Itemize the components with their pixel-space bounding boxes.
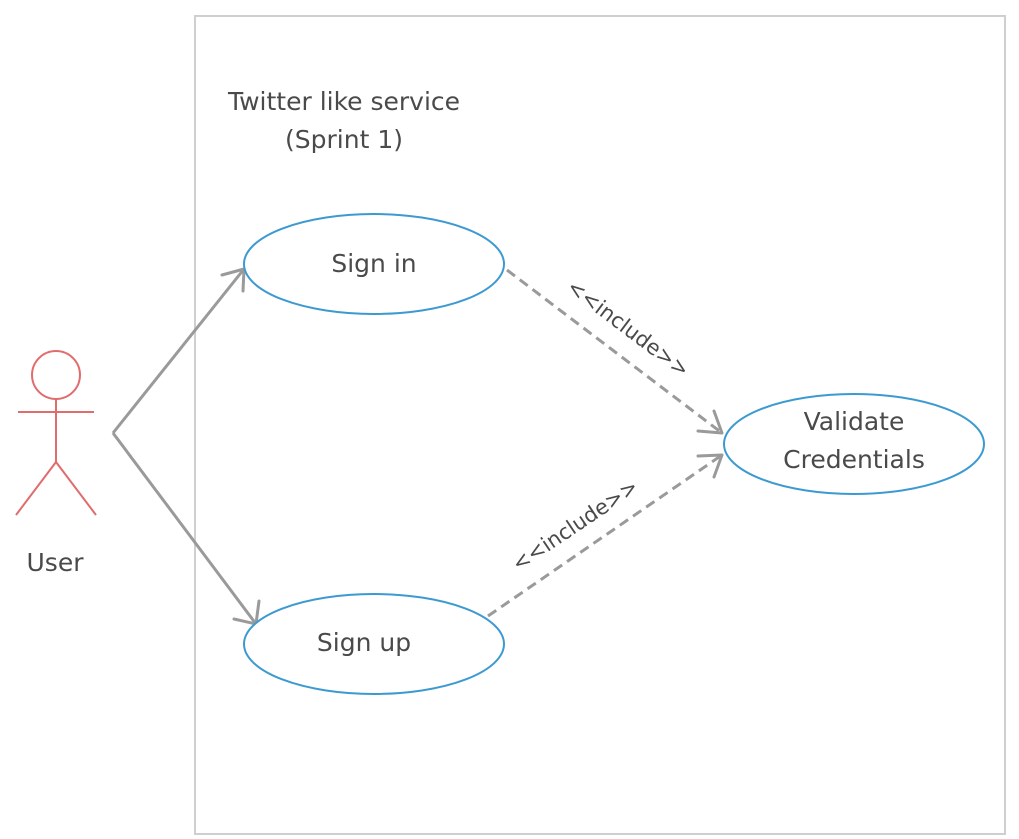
actor-left-leg xyxy=(15,461,57,516)
usecase-validate-credentials-label-line2: Credentials xyxy=(783,445,925,474)
actor-user[interactable] xyxy=(15,350,97,516)
usecase-sign-up-label: Sign up xyxy=(317,628,411,657)
include-sign-in[interactable] xyxy=(506,268,723,435)
usecase-sign-in[interactable]: Sign in xyxy=(243,213,505,315)
association-user-sign-up[interactable] xyxy=(111,432,258,625)
include-arrowhead-sign-up xyxy=(696,453,724,479)
usecase-validate-credentials-label-line1: Validate xyxy=(804,407,905,436)
actor-head xyxy=(31,350,81,400)
include-sign-up[interactable] xyxy=(487,453,723,618)
association-user-sign-in[interactable] xyxy=(111,268,246,434)
system-title-line2: (Sprint 1) xyxy=(285,125,403,154)
include-label-sign-in: <<include>> xyxy=(563,275,694,382)
system-title-line1: Twitter like service xyxy=(227,87,460,116)
usecase-sign-up-ellipse xyxy=(243,593,505,695)
usecase-sign-in-ellipse xyxy=(243,213,505,315)
usecase-validate-credentials-ellipse xyxy=(723,393,985,495)
system-boundary xyxy=(194,15,1006,835)
usecase-sign-up[interactable]: Sign up xyxy=(243,593,505,695)
usecase-sign-in-label: Sign in xyxy=(331,249,416,278)
usecase-validate-credentials[interactable]: Validate Credentials xyxy=(723,393,985,495)
include-arrowhead-sign-in xyxy=(696,409,724,435)
actor-right-leg xyxy=(55,461,97,516)
actor-label: User xyxy=(27,548,85,577)
